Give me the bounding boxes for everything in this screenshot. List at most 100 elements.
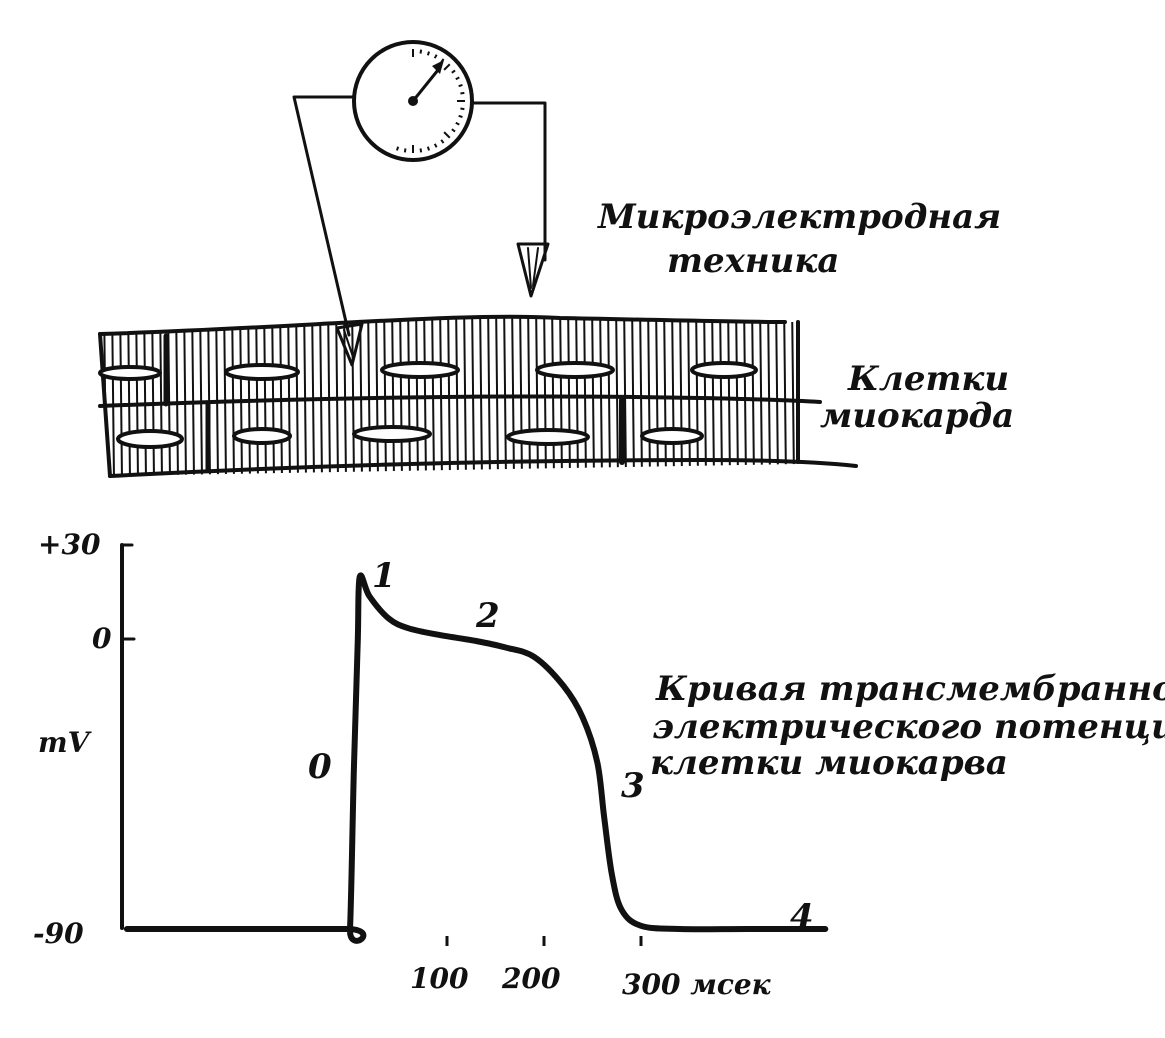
striation-line: [679, 316, 683, 476]
striation-line: [583, 316, 587, 476]
striation-line: [407, 316, 411, 476]
striation-line: [415, 316, 419, 476]
striation-line: [527, 316, 531, 476]
dial-tick: [433, 143, 438, 148]
striation-line: [567, 316, 571, 476]
striation-line: [295, 316, 299, 476]
striation-line: [559, 316, 563, 476]
y-tick-label-minus90: -90: [33, 917, 84, 950]
microelectrode-intracellular: [335, 322, 364, 367]
striation-line: [775, 316, 779, 476]
striation-line: [191, 316, 195, 476]
striation-line: [759, 316, 763, 476]
nucleus: [690, 361, 758, 379]
striation-line: [719, 316, 723, 476]
nucleus: [535, 361, 615, 379]
dial-tick: [419, 49, 423, 54]
striation-line: [575, 316, 579, 476]
striation-line: [175, 316, 179, 476]
x-tick-label-100: 100: [410, 962, 469, 995]
dial-tick: [443, 131, 451, 139]
striation-line: [111, 316, 115, 476]
striation-line: [287, 316, 291, 476]
dial-tick: [460, 91, 465, 95]
y-tick-label-plus30: +30: [38, 528, 101, 561]
dial-tick: [455, 121, 460, 126]
striation-line: [695, 316, 699, 476]
phase-label-1: 1: [372, 556, 396, 596]
dial-tick: [440, 139, 445, 144]
striation-line: [127, 316, 131, 476]
phase-label-4: 4: [790, 897, 814, 937]
striation-line: [215, 316, 219, 476]
electrode-wires: [292, 95, 547, 337]
microelectrode-label-line2: техника: [667, 241, 839, 281]
microelectrode-extracellular: [516, 242, 550, 298]
striation-line: [247, 316, 251, 476]
striation-line: [791, 316, 795, 476]
striation-line: [599, 316, 603, 476]
striation-line: [671, 316, 675, 476]
y-axis-unit: mV: [38, 726, 93, 759]
microelectrode-label-line1: Микроэлектродная: [597, 197, 1001, 237]
nucleus: [506, 428, 590, 446]
striation-line: [143, 316, 147, 476]
dial-tick: [426, 51, 431, 56]
striation-line: [655, 316, 659, 476]
striation-line: [535, 316, 539, 476]
y-tick-label-zero: 0: [92, 622, 112, 655]
striation-line: [439, 316, 443, 476]
striation-line: [455, 316, 459, 476]
striation-line: [303, 316, 307, 476]
striation-line: [351, 316, 355, 476]
striation-line: [319, 316, 323, 476]
nucleus: [98, 365, 162, 381]
nucleus: [380, 361, 460, 379]
dial-tick: [451, 128, 456, 133]
curve-label-line3: клетки миокарва: [650, 743, 1008, 783]
curve-label-line2: электрического потенциала: [652, 707, 1165, 747]
striation-line: [487, 316, 491, 476]
striation-line: [631, 316, 635, 476]
dial-tick: [395, 146, 400, 151]
dial-tick: [443, 63, 451, 71]
striation-line: [607, 316, 611, 476]
x-tick-label-200: 200: [501, 962, 561, 995]
striation-line: [495, 316, 499, 476]
striation-line: [703, 316, 707, 476]
dial-tick: [451, 69, 456, 74]
striation-line: [479, 316, 483, 476]
striation-line: [503, 316, 507, 476]
striation-line: [271, 316, 275, 476]
striation-line: [463, 316, 467, 476]
dial-tick: [455, 76, 460, 81]
striation-line: [343, 316, 347, 476]
striation-line: [687, 316, 691, 476]
striation-line: [391, 316, 395, 476]
striation-line: [311, 316, 315, 476]
striation-line: [199, 316, 203, 476]
myocardial-cells: [98, 314, 858, 478]
striation-line: [471, 316, 475, 476]
dial-tick: [403, 148, 407, 153]
phase-label-3: 3: [621, 766, 645, 806]
striation-line: [255, 316, 259, 476]
striation-line: [519, 316, 523, 476]
striation-line: [551, 316, 555, 476]
striation-line: [375, 316, 379, 476]
nucleus: [116, 429, 184, 449]
striation-line: [615, 316, 619, 476]
action-potential-curve: [123, 572, 829, 944]
striation-line: [119, 316, 123, 476]
dial-tick: [433, 54, 438, 59]
striation-line: [263, 316, 267, 476]
striation-line: [743, 316, 747, 476]
striation-line: [431, 316, 435, 476]
striation-line: [783, 316, 787, 476]
striation-line: [751, 316, 755, 476]
cells-label-line1: Клетки: [847, 359, 1009, 399]
striation-line: [591, 316, 595, 476]
striation-line: [183, 316, 187, 476]
action-potential-chart: +30 0 -90 mV 100 200 300 мсек 0 1 2 3 4: [33, 528, 829, 1001]
